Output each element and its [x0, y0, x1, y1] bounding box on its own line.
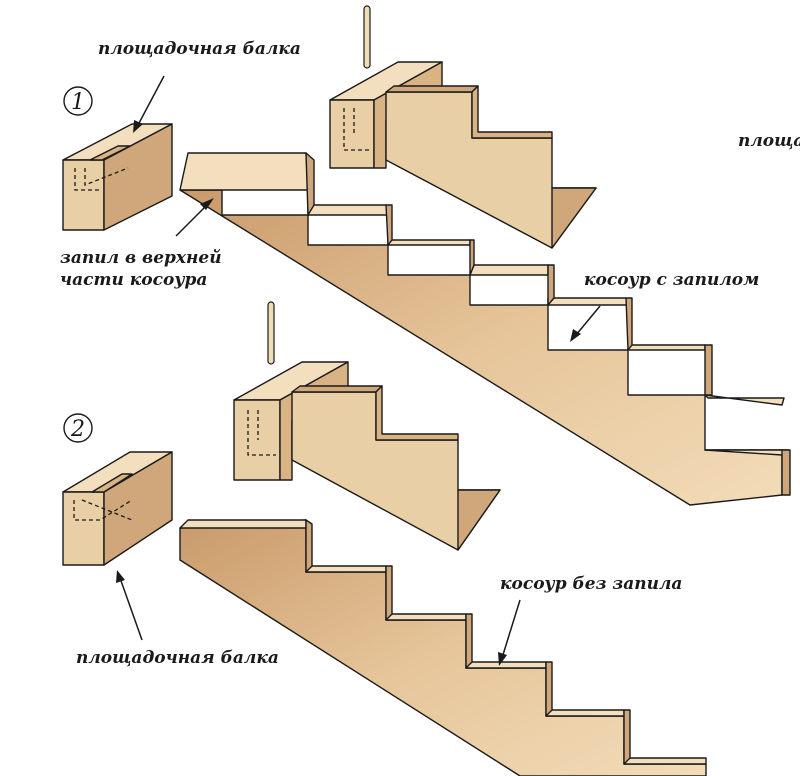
assembled-stringer-2 — [233, 301, 501, 551]
marker-2-label: 2 — [70, 417, 85, 442]
variant-1: 1 — [62, 5, 791, 506]
landing-beam-2-left — [62, 451, 173, 566]
stringer-with-cut — [179, 152, 791, 506]
arrow-stringer-cut — [570, 305, 601, 342]
marker-2: 2 — [63, 413, 93, 443]
arrow-beam-2 — [116, 570, 143, 641]
marker-1-label: 1 — [71, 90, 85, 115]
variant-2: 2 — [62, 301, 707, 776]
label-stringer-without-cut: косоур без запила — [500, 574, 682, 594]
assembled-stringer-1 — [329, 5, 597, 249]
arrow-stringer-nocut — [498, 599, 521, 666]
label-landing-beam-right: площад — [738, 131, 800, 151]
label-stringer-with-cut: косоур с запилом — [584, 270, 759, 290]
label-landing-beam-bottom: площадочная балка — [76, 648, 279, 668]
label-cut-line-1: запил в верхней — [60, 248, 222, 268]
landing-beam-1-left — [62, 123, 173, 231]
arrow-cut — [175, 198, 214, 237]
marker-1: 1 — [63, 86, 93, 116]
label-cut-line-2: части косоура — [60, 270, 207, 290]
arrow-beam-1 — [133, 75, 165, 133]
stringer-without-cut — [179, 519, 707, 776]
label-landing-beam-top: площадочная балка — [98, 39, 301, 59]
